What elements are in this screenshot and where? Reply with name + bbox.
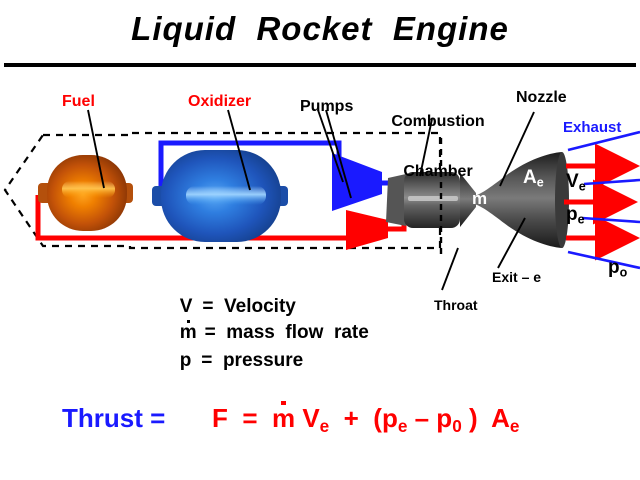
exhaust-plume-lines [567,130,640,270]
fuel-label: Fuel [62,93,95,110]
exit-pressure-symbol: p [566,204,578,225]
exit-pressure-label: pe [566,205,585,227]
legend-mdot-symbol: m [179,319,197,343]
fuel-tank [38,155,133,231]
exhaust-label: Exhaust [563,119,622,136]
eq-sub-ae: e [509,415,520,436]
ambient-pressure-subscript: o [619,265,628,280]
nozzle-label: Nozzle [516,89,567,106]
nozzle-bell [474,152,569,248]
ambient-pressure-symbol: p [608,257,620,278]
eq-sub-ve: e [319,415,330,436]
eq-sub-p0: 0 [452,415,462,436]
rocket-body-outline [3,131,442,250]
thrust-equation-rhs: F = m Ve + (pe – p0 ) Ae [212,400,520,436]
eq-mdot: m [271,400,296,433]
leader-lines [87,109,535,291]
legend-velocity-text: = Velocity [202,295,296,317]
pumps-label: Pumps [300,98,354,115]
exit-area-symbol: A [523,167,537,188]
legend-mass-flow-text: = mass flow rate [204,321,369,343]
legend-velocity-symbol: V [179,295,193,317]
exit-area-subscript: e [536,175,544,190]
exit-pressure-subscript: e [577,212,585,227]
throat-label: Throat [434,297,478,313]
legend-pressure-text: = pressure [201,349,304,371]
eq-part-open: + (p [329,403,398,433]
exit-area-label: Ae [523,168,544,190]
combustion-chamber-label-line2: Chamber [403,162,473,180]
legend-row-pressure: p = pressure [148,331,304,391]
eq-part-minus: – p [407,403,453,433]
combustion-chamber-label: Combustion Chamber [390,80,486,214]
eq-part-close: ) A [461,403,510,433]
combustion-chamber-label-line1: Combustion [391,112,485,130]
exit-velocity-label: Ve [566,172,586,194]
legend-row-mass-flow: m = mass flow rate [148,303,369,363]
exit-velocity-subscript: e [578,179,586,194]
page-title: Liquid Rocket Engine [131,10,509,47]
title-divider [4,63,636,67]
legend-pressure-symbol: p [179,349,192,371]
mdot-symbol: m [472,187,488,208]
combustion-chamber [386,172,476,228]
oxidizer-label: Oxidizer [188,93,252,110]
thrust-equation-lhs: Thrust = [62,403,166,433]
exit-velocity-symbol: V [566,171,579,192]
eq-part-f: F = [212,403,272,433]
exit-label: Exit – e [492,269,542,285]
title-bar: Liquid Rocket Engine [0,0,640,68]
oxidizer-tank [152,150,288,242]
eq-part-v: V [295,403,320,433]
mass-flow-rate-nozzle-label: m [472,187,488,208]
legend-row-velocity: V = Velocity [148,277,296,337]
ambient-pressure-label: po [608,258,627,280]
eq-sub-pe: e [397,415,408,436]
exhaust-arrows [564,143,640,261]
